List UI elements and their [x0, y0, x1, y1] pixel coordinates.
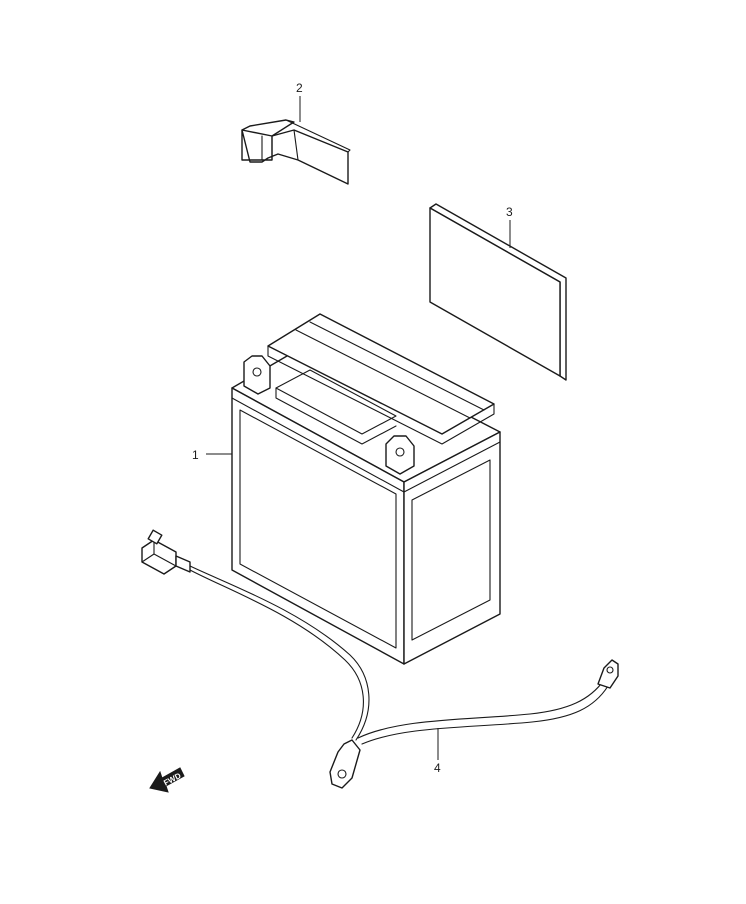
battery-pad[interactable]: [429, 203, 567, 381]
callout-3[interactable]: 3: [506, 205, 513, 219]
fwd-arrow-icon: FWD: [149, 767, 185, 793]
callout-1[interactable]: 1: [192, 448, 199, 462]
callout-2[interactable]: 2: [296, 81, 303, 95]
battery[interactable]: [231, 313, 501, 665]
battery-bracket[interactable]: [241, 119, 351, 185]
callout-4[interactable]: 4: [434, 761, 441, 775]
battery-wire-harness[interactable]: [141, 529, 619, 789]
